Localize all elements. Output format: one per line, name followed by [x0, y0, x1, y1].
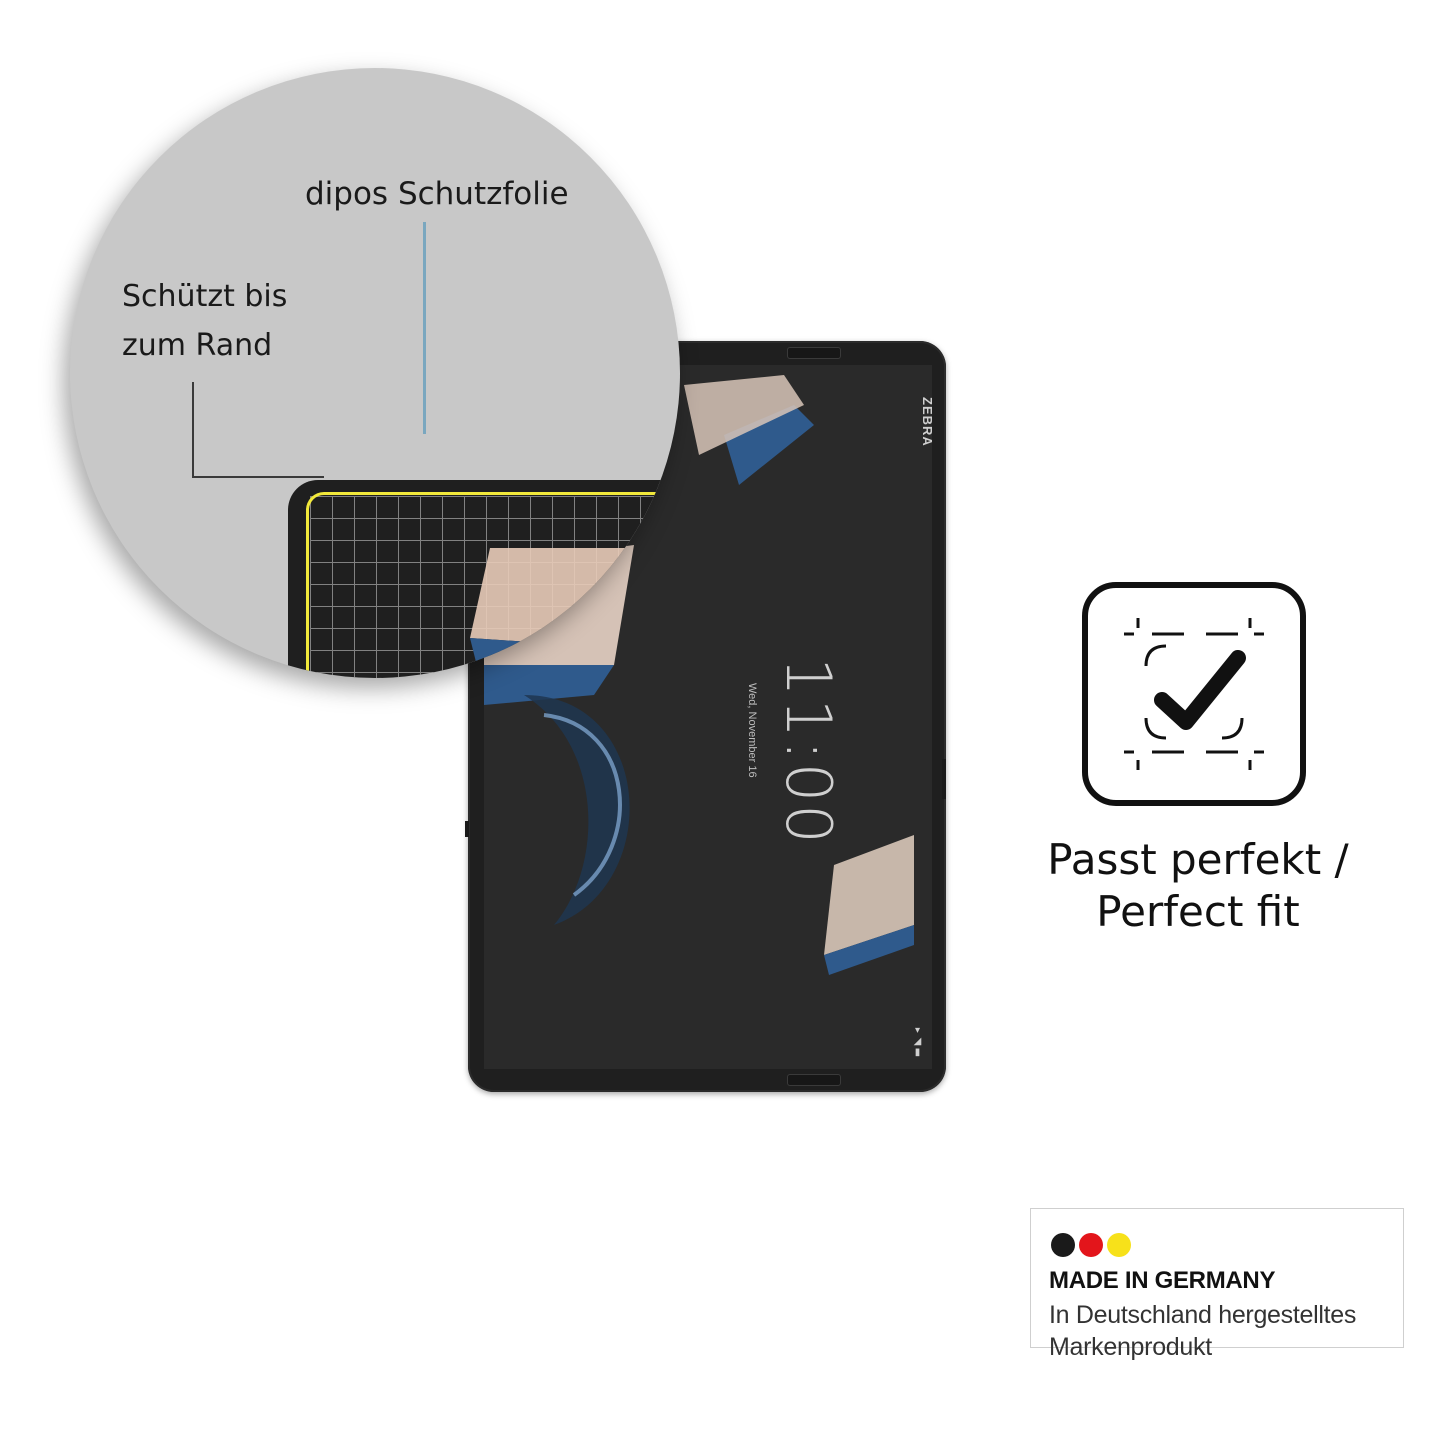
foil-label: dipos Schutzfolie — [305, 176, 569, 212]
lockscreen-clock: 11:00 — [772, 657, 845, 846]
edge-pointer-line-horizontal — [192, 476, 324, 478]
fit-caption-line1: Passt perfekt / — [1047, 835, 1349, 884]
status-icons: ▾◢▮ — [912, 1025, 923, 1058]
frame-check-icon — [1082, 582, 1306, 806]
flag-dot-red — [1079, 1233, 1103, 1257]
tablet-top-notch — [787, 347, 841, 359]
flag-dot-yellow — [1107, 1233, 1131, 1257]
checkmark-icon — [1124, 618, 1264, 770]
fit-caption: Passt perfekt / Perfect fit — [1020, 834, 1376, 938]
fit-caption-line2: Perfect fit — [1096, 887, 1300, 936]
edge-label: Schützt bis zum Rand — [122, 272, 287, 370]
edge-label-line1: Schützt bis — [122, 279, 288, 314]
magnified-wallpaper — [470, 548, 640, 678]
tablet-bottom-notch — [787, 1074, 841, 1086]
made-in-germany-subtitle-line2: Markenprodukt — [1049, 1333, 1212, 1361]
made-in-germany-subtitle-line1: In Deutschland hergestelltes — [1049, 1301, 1357, 1329]
brand-logo: ZEBRA — [920, 397, 935, 447]
flag-dot-black — [1051, 1233, 1075, 1257]
made-in-germany-title: MADE IN GERMANY — [1049, 1267, 1276, 1294]
tablet-volume-button — [942, 759, 946, 799]
made-in-germany-subtitle: In Deutschland hergestelltes Markenprodu… — [1049, 1299, 1356, 1363]
magnifier-circle: dipos Schutzfolie Schützt bis zum Rand — [70, 68, 680, 678]
edge-label-line2: zum Rand — [122, 328, 273, 363]
edge-pointer-line-vertical — [192, 382, 194, 478]
made-in-germany-badge: MADE IN GERMANY In Deutschland hergestel… — [1030, 1208, 1404, 1361]
screen-protector-edge — [306, 492, 680, 678]
foil-pointer-line — [423, 222, 426, 434]
lockscreen-date: Wed, November 16 — [746, 683, 758, 778]
tablet-side-button — [465, 821, 469, 837]
